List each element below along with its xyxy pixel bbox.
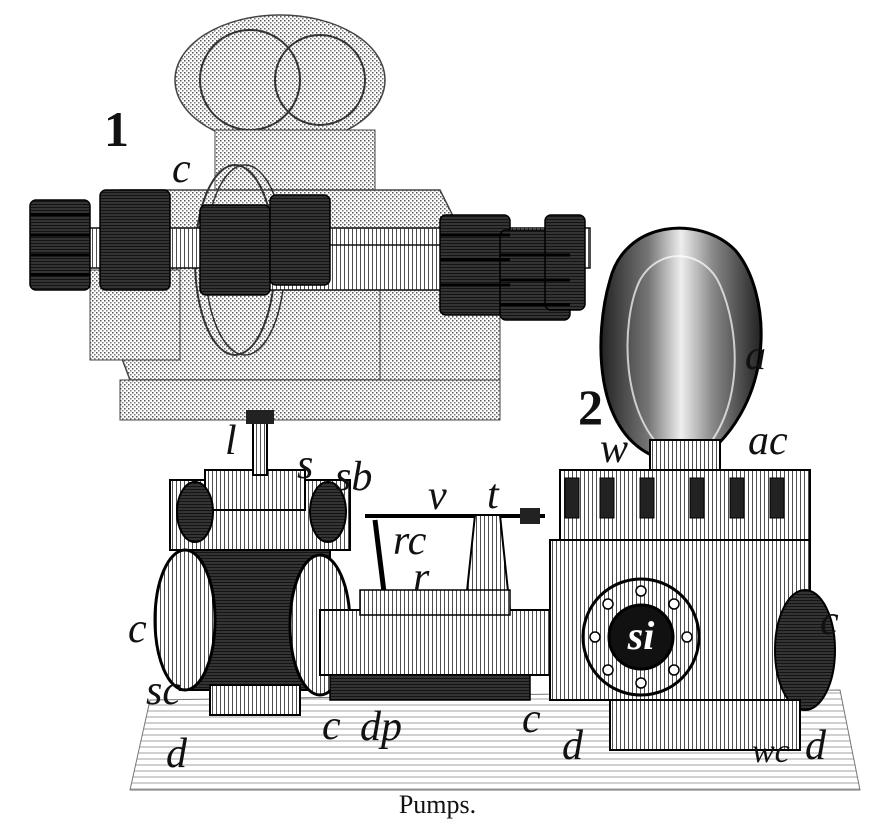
- label-wc: wc: [752, 733, 790, 770]
- label-c-right: c: [820, 598, 839, 644]
- label-t: t: [487, 472, 499, 518]
- figure-caption: Pumps.: [398, 790, 477, 819]
- label-c-mid: c: [522, 696, 541, 742]
- label-l-lubricator: l: [225, 418, 237, 464]
- label-rc: rc: [393, 518, 427, 564]
- label-ac: ac: [748, 418, 788, 464]
- label-dp: dp: [360, 704, 402, 750]
- label-si-suction-inlet: si: [627, 613, 655, 658]
- label-a-air-chamber: a: [745, 333, 766, 379]
- label-sc: sc: [146, 668, 181, 714]
- pump-engine-figure-2: [129, 226, 861, 791]
- label-d-right: d: [805, 723, 826, 769]
- label-c-left: c: [128, 606, 147, 652]
- figure-1-number: 1: [104, 101, 129, 157]
- label-w: w: [600, 426, 629, 472]
- label-sb: sb: [335, 454, 373, 500]
- gear-pump-figure-1: [29, 14, 591, 421]
- label-c-bottom: c: [322, 703, 341, 749]
- label-c-gear: c: [172, 146, 191, 192]
- label-d-left: d: [166, 731, 187, 777]
- label-v: v: [428, 473, 447, 519]
- label-d-mid: d: [562, 723, 583, 769]
- label-s: s: [297, 442, 314, 488]
- label-r: r: [413, 555, 430, 601]
- figure-2-number: 2: [578, 379, 603, 435]
